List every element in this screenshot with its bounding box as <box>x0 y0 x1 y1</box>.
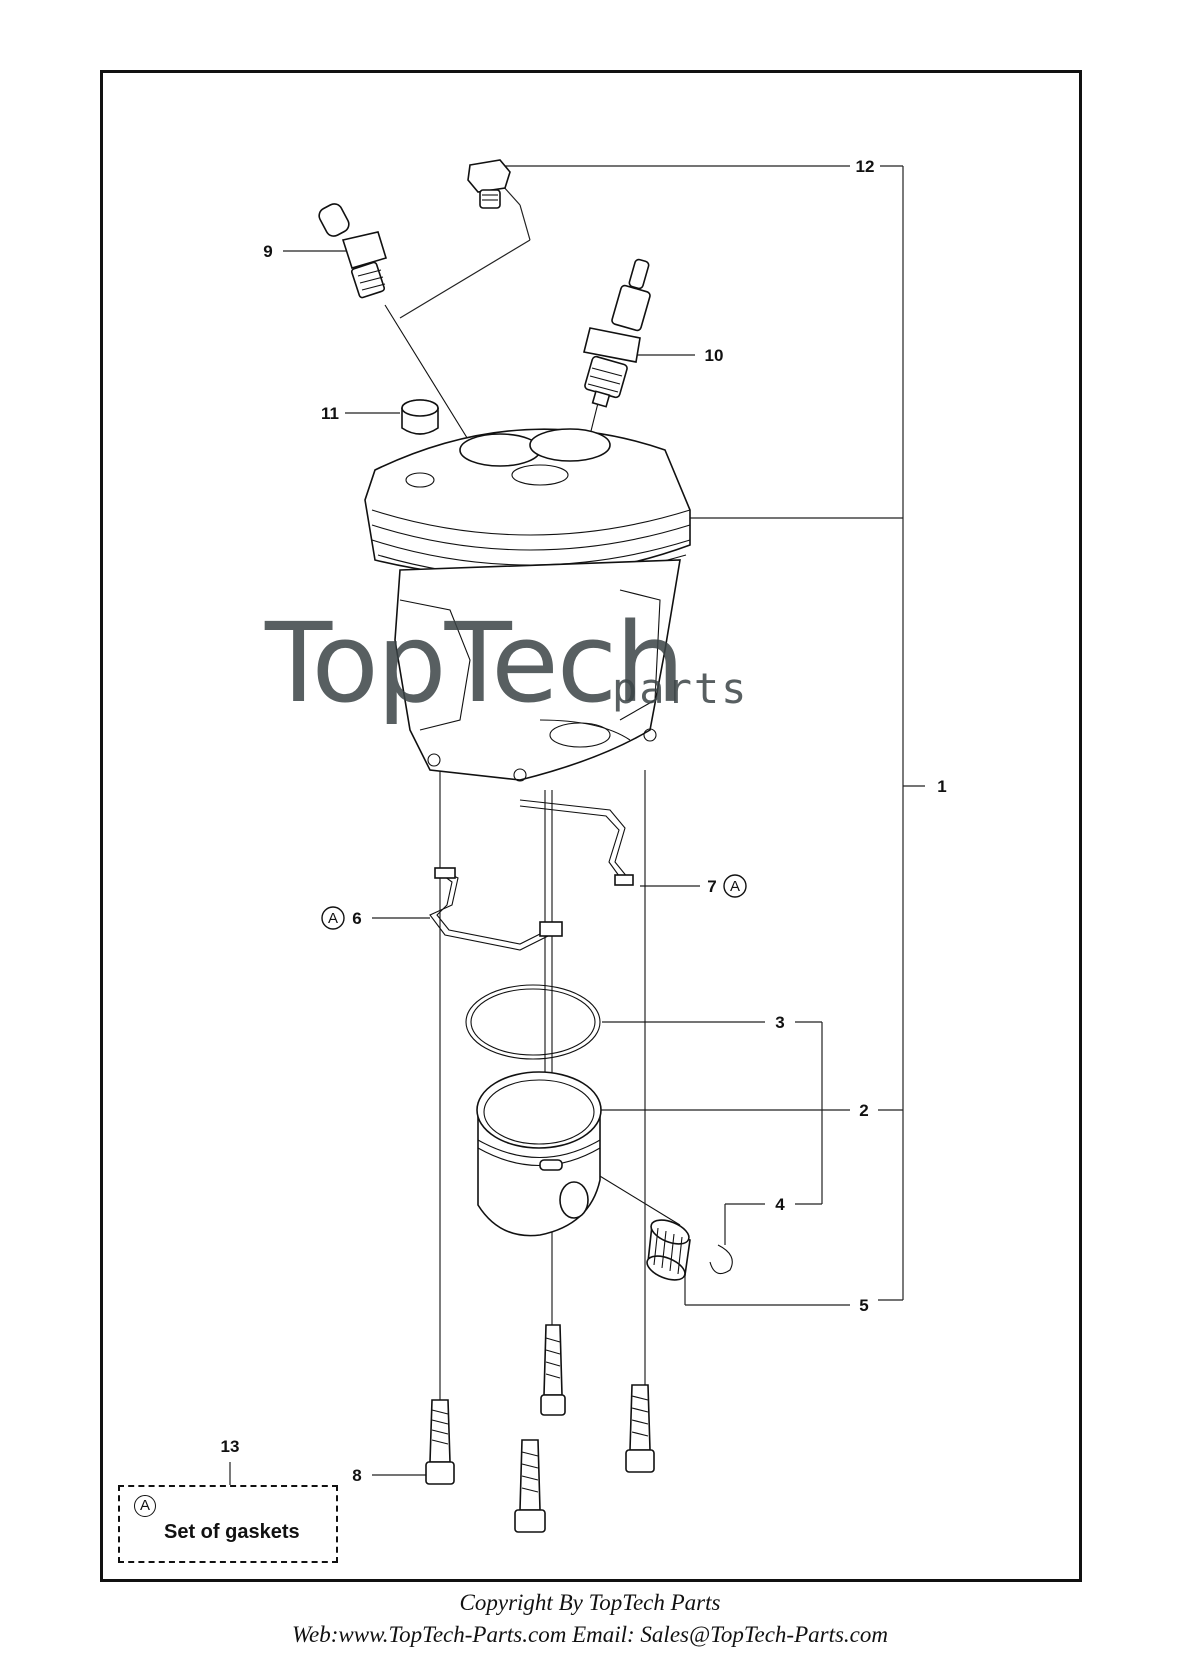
drawing-frame <box>100 70 1082 1582</box>
callout-8: 8 <box>352 1466 361 1485</box>
callout-6: 6 <box>352 909 361 928</box>
needle-bearing-part-5 <box>646 1219 691 1281</box>
callout-13: 13 <box>221 1437 240 1456</box>
piston-ring-part-3 <box>465 984 601 1060</box>
marker-6-circle <box>321 906 345 930</box>
callout-12: 12 <box>856 157 875 176</box>
screws-part-8 <box>425 1324 655 1533</box>
callout-11: 11 <box>321 404 339 423</box>
gasket-part-6 <box>429 867 563 951</box>
screw-center-top <box>540 1324 566 1416</box>
callout-4: 4 <box>775 1195 785 1214</box>
callout-10: 10 <box>705 346 724 365</box>
callout-7: 7 <box>707 877 716 896</box>
copyright-text: Copyright By TopTech Parts <box>459 1590 721 1615</box>
callout-9: 9 <box>263 242 272 261</box>
cap-part-11 <box>401 399 439 435</box>
marker-7-circle <box>723 874 747 898</box>
watermark-logo: TopTech <box>265 599 685 727</box>
callout-1: 1 <box>937 777 946 796</box>
cylinder-part-1 <box>364 428 691 782</box>
contact-text: Web:www.TopTech-Parts.com Email: Sales@T… <box>292 1622 888 1647</box>
marker-7-letter: A <box>730 878 740 895</box>
gasket-set-markers: A A <box>321 874 747 930</box>
callout-labels: 1 2 3 4 5 6 7 8 9 10 11 12 13 <box>221 157 947 1485</box>
piston-part-2 <box>476 1071 602 1237</box>
decompression-valve-part-9 <box>318 203 388 299</box>
callout-3: 3 <box>775 1013 784 1032</box>
screw-center-bottom <box>514 1439 546 1533</box>
watermark-logo-sub: parts <box>612 664 749 713</box>
callout-2: 2 <box>859 1101 868 1120</box>
circlip-part-4 <box>709 1244 733 1275</box>
screw-right <box>625 1384 655 1473</box>
marker-6-letter: A <box>328 910 338 927</box>
callout-5: 5 <box>859 1296 868 1315</box>
gasket-set-box: A Set of gaskets <box>118 1485 338 1563</box>
plug-part-12 <box>467 159 511 209</box>
gasket-part-7 <box>519 799 634 886</box>
gasket-set-label: Set of gaskets <box>164 1521 300 1543</box>
gasket-set-marker: A <box>134 1495 156 1517</box>
spark-plug-part-10 <box>583 258 651 408</box>
screw-left <box>425 1399 455 1485</box>
leader-lines <box>229 165 925 1485</box>
